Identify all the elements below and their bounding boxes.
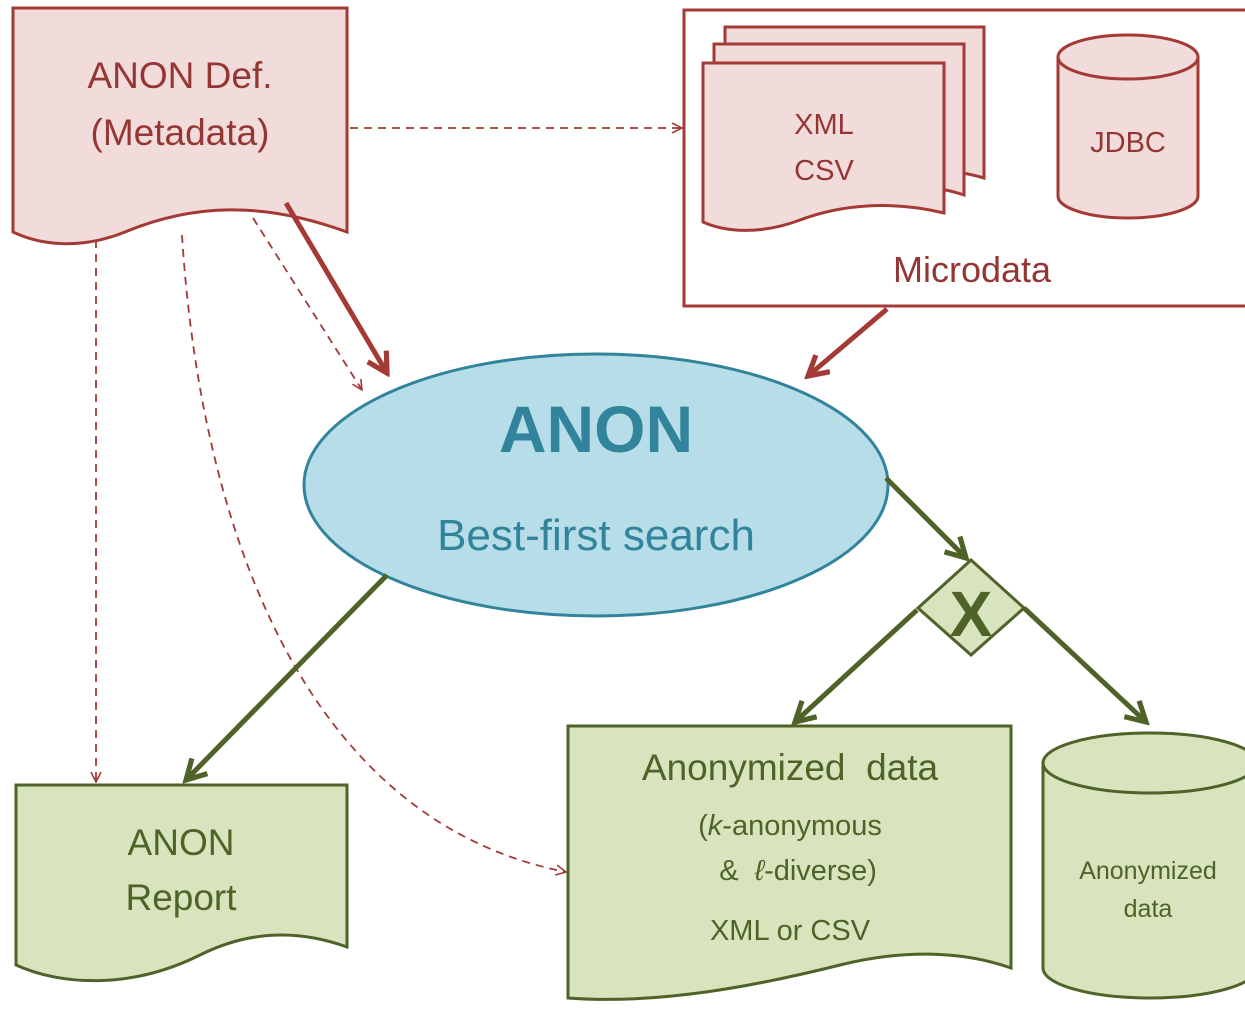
- anonymized-data-document: Anonymized data (k-anonymous & ℓ-diverse…: [566, 724, 1013, 1001]
- microdata-group: XML CSV JDBC Microdata: [682, 8, 1245, 308]
- anon-title: ANON: [499, 392, 693, 466]
- report-subtitle: Report: [125, 877, 237, 918]
- l-symbol: ℓ: [754, 855, 766, 887]
- k-anonymous-text: -anonymous: [722, 810, 882, 842]
- anonymized-db-label-1: Anonymized: [1079, 857, 1217, 885]
- jdbc-label: JDBC: [1090, 127, 1166, 159]
- jdbc-cylinder-body: [1056, 57, 1200, 220]
- anon-def-document: ANON Def. (Metadata): [11, 6, 349, 246]
- anonymized-doc-k-line: (k-anonymous: [698, 810, 882, 842]
- dashed-arrow-def-to-anonymized-data: [181, 234, 566, 872]
- anonymized-doc-format: XML or CSV: [710, 915, 871, 947]
- anonymized-doc-l-line: & ℓ-diverse): [663, 855, 917, 887]
- gate-label: X: [950, 578, 993, 650]
- anonymized-doc-shape: [566, 724, 1013, 1001]
- jdbc-database: JDBC: [1056, 33, 1200, 220]
- anon-report-document: ANON Report: [14, 783, 349, 983]
- gate-diamond: [915, 557, 1027, 658]
- jdbc-cylinder-top: [1056, 33, 1200, 81]
- anon-ellipse: [302, 352, 890, 618]
- anonymized-db-body: [1041, 763, 1245, 1000]
- microdata-label: Microdata: [893, 249, 1052, 290]
- arrow-anon-to-report: [186, 573, 389, 780]
- arrow-microdata-to-anon: [808, 307, 889, 376]
- files-label-xml: XML: [794, 109, 854, 141]
- files-label-csv: CSV: [794, 155, 854, 187]
- microdata-files-stack: XML CSV: [701, 25, 986, 232]
- dashed-arrow-def-to-anon: [252, 217, 362, 390]
- anonymized-db-label-2: data: [1124, 895, 1173, 923]
- anon-def-subtitle: (Metadata): [91, 112, 270, 153]
- arrow-gate-to-anonymized-db: [1022, 606, 1146, 722]
- file-sheet-front: [701, 61, 946, 232]
- anonymized-db-top: [1041, 731, 1245, 795]
- arrow-def-to-anon: [283, 201, 387, 373]
- solid-green-arrows: [186, 476, 1146, 780]
- report-title: ANON: [128, 822, 235, 863]
- l-diverse-text: -diverse): [764, 855, 877, 887]
- arrow-gate-to-anonymized-doc: [795, 608, 919, 722]
- exclusive-gate: X: [915, 557, 1027, 658]
- anon-def-title: ANON Def.: [87, 55, 272, 96]
- anon-def-shape: [11, 6, 349, 246]
- anon-report-shape: [14, 783, 349, 983]
- anonymized-doc-title: Anonymized data: [642, 747, 939, 788]
- arrow-anon-to-gate: [884, 476, 966, 558]
- k-open-paren: (: [698, 810, 708, 842]
- anon-subtitle: Best-first search: [437, 511, 755, 560]
- solid-red-arrows: [283, 201, 889, 376]
- k-symbol: k: [708, 810, 724, 842]
- anonymized-data-database: Anonymized data: [1041, 731, 1245, 1000]
- dashed-arrows: [96, 128, 682, 872]
- l-prefix: &: [719, 855, 754, 887]
- anon-engine: ANON Best-first search: [302, 352, 890, 618]
